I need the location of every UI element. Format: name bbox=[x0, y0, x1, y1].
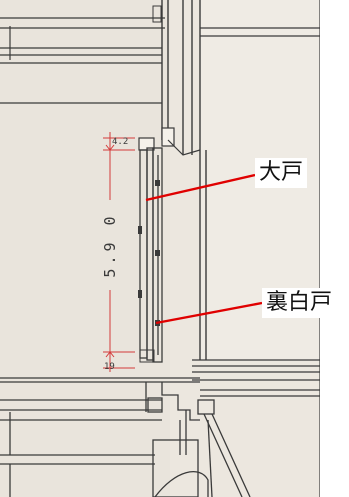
lower-structure bbox=[152, 382, 209, 497]
left-wall-area bbox=[0, 0, 170, 497]
dimension-bottom-small: 19 bbox=[104, 362, 115, 372]
dimension-top-small: 4.2 bbox=[112, 137, 129, 147]
top-fixture bbox=[152, 5, 162, 23]
sill-lines bbox=[0, 377, 200, 497]
dimension-line bbox=[103, 132, 135, 372]
top-right-lines bbox=[200, 0, 320, 497]
drawing-lines bbox=[0, 0, 320, 497]
architectural-drawing: 4.2 5.9 0 19 bbox=[0, 0, 320, 497]
top-beam-lines bbox=[0, 17, 165, 104]
urashirado-label: 裏白戸 bbox=[262, 288, 337, 318]
dimension-main-value: 5.9 0 bbox=[101, 212, 119, 278]
right-sill bbox=[192, 359, 320, 497]
omado-label: 大戸 bbox=[255, 158, 308, 188]
